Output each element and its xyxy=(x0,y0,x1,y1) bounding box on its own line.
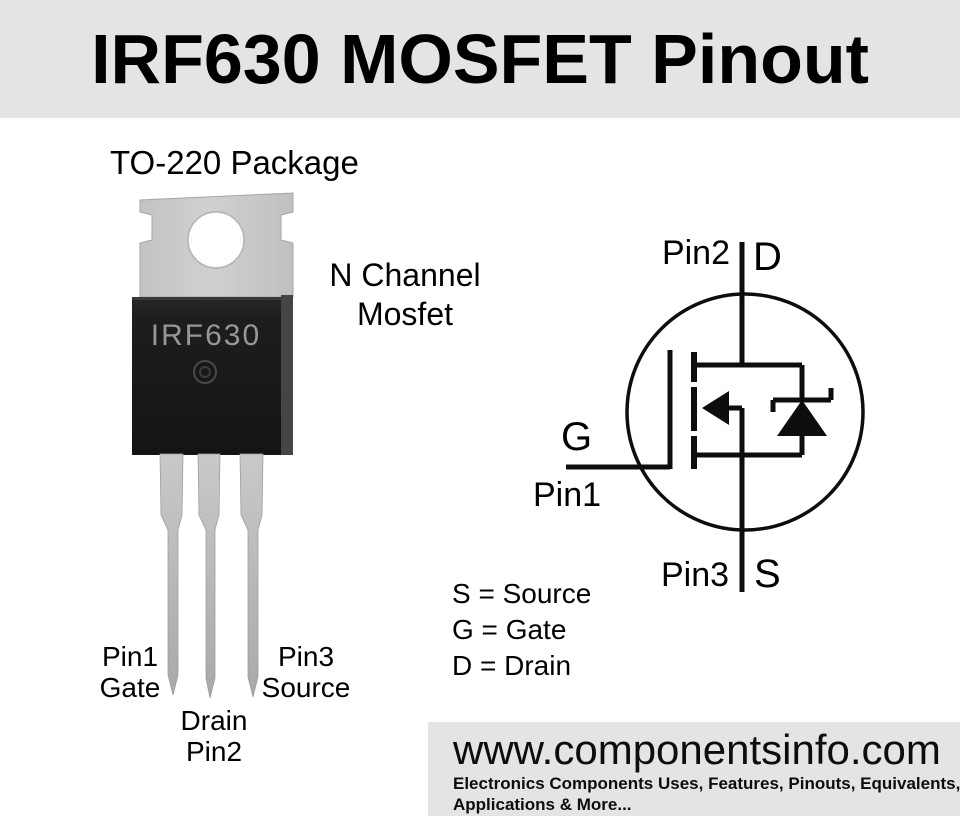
pin3-number: Pin3 xyxy=(277,641,335,672)
channel-type-note: N Channel Mosfet xyxy=(329,256,480,334)
substrate-arrow-icon xyxy=(702,391,729,425)
package-body-side xyxy=(281,295,293,455)
drain-wire xyxy=(693,242,802,368)
gate-wire xyxy=(566,350,673,470)
footer-tagline-line2: Applications & More... xyxy=(453,795,632,814)
footer-tagline-line1: Electronics Components Uses, Features, P… xyxy=(453,774,960,793)
page-title: IRF630 MOSFET Pinout xyxy=(91,20,869,98)
gate-pin-lead xyxy=(159,453,184,696)
pin2-number: Pin2 xyxy=(185,736,243,767)
website-text: www.componentsinfo.com xyxy=(453,726,941,773)
legend-source-row: S = Source xyxy=(452,578,592,609)
pin2-drain-label: Drain Pin2 xyxy=(181,705,248,767)
pin2-function: Drain xyxy=(180,705,248,736)
pin1-gate-label: Pin1 Gate xyxy=(100,641,161,703)
mounting-hole-icon xyxy=(187,211,245,269)
legend-drain-row: D = Drain xyxy=(452,650,572,681)
package-body-highlight xyxy=(132,297,281,300)
chip-marking: IRF630 xyxy=(151,319,261,352)
footer-banner: www.componentsinfo.com Electronics Compo… xyxy=(428,722,960,816)
drain-pin-lead xyxy=(197,453,221,699)
brand-logo-icon xyxy=(193,360,217,384)
package-photo: IRF630 xyxy=(132,192,294,699)
channel-type-line2: Mosfet xyxy=(356,296,454,332)
pin1-number: Pin1 xyxy=(101,641,159,672)
pin1-function: Gate xyxy=(99,672,161,703)
schematic-pin2-label: Pin2 xyxy=(661,234,730,272)
schematic-pin1-label: Pin1 xyxy=(533,476,602,514)
schematic-gate-letter: G xyxy=(561,415,593,459)
package-label: TO-220 Package xyxy=(110,144,359,181)
pin3-source-label: Pin3 Source xyxy=(262,641,351,703)
channel-type-line1: N Channel xyxy=(329,257,481,293)
mosfet-schematic xyxy=(566,242,865,592)
source-pin-lead xyxy=(239,453,264,698)
schematic-source-letter: S xyxy=(754,552,781,596)
legend-gate-row: G = Gate xyxy=(452,614,567,645)
terminal-legend: S = Source G = Gate D = Drain xyxy=(452,576,591,684)
body-diode-triangle-icon xyxy=(777,400,827,436)
schematic-pin3-label: Pin3 xyxy=(661,556,730,594)
brand-logo-inner-icon xyxy=(199,366,211,378)
symbol-circle xyxy=(625,292,865,532)
schematic-drain-letter: D xyxy=(753,235,782,279)
title-band: IRF630 MOSFET Pinout xyxy=(0,0,960,118)
pin3-function: Source xyxy=(261,672,351,703)
